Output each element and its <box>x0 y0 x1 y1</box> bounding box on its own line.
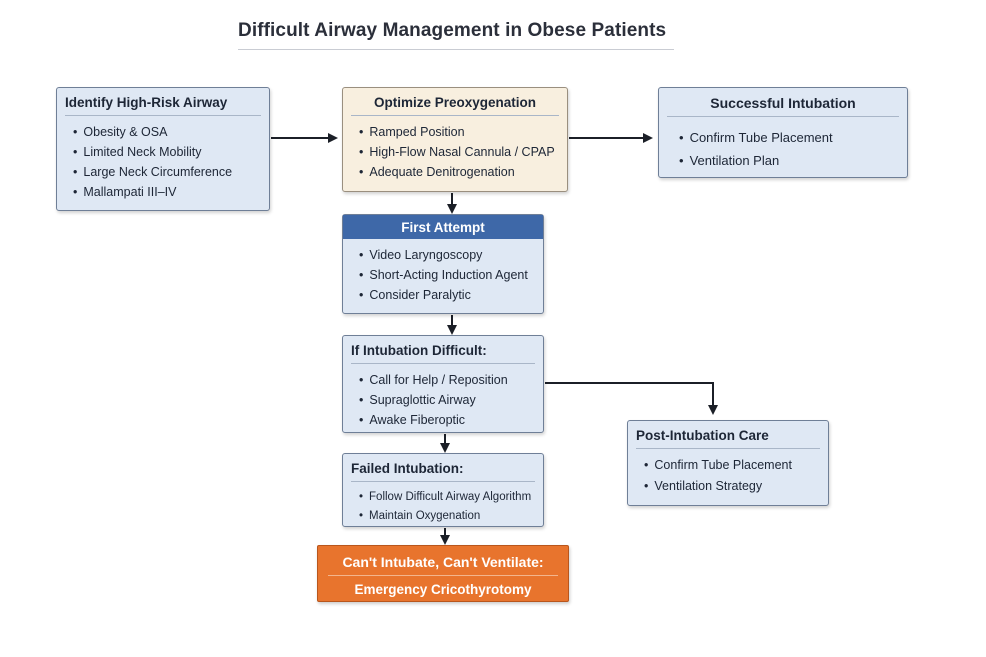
list-item: Follow Difficult Airway Algorithm <box>359 488 543 507</box>
box-list: Obesity & OSA Limited Neck Mobility Larg… <box>57 116 269 202</box>
box-list: Confirm Tube Placement Ventilation Plan <box>659 117 907 172</box>
box-header: Optimize Preoxygenation <box>351 88 559 116</box>
diagram-title: Difficult Airway Management in Obese Pat… <box>238 20 674 50</box>
list-item: Ventilation Plan <box>679 149 907 172</box>
box-header: Failed Intubation: <box>351 454 535 482</box>
box-header: Identify High-Risk Airway <box>65 88 261 116</box>
list-item: Mallampati III–IV <box>73 182 269 202</box>
list-item: Ramped Position <box>359 122 567 142</box>
optimize-preoxygenation-box: Optimize Preoxygenation Ramped Position … <box>342 87 568 192</box>
list-item: Short-Acting Induction Agent <box>359 265 543 285</box>
identify-high-risk-airway-box: Identify High-Risk Airway Obesity & OSA … <box>56 87 270 211</box>
list-item: Limited Neck Mobility <box>73 142 269 162</box>
list-item: Confirm Tube Placement <box>679 126 907 149</box>
list-item: Supraglottic Airway <box>359 390 543 410</box>
successful-intubation-box: Successful Intubation Confirm Tube Place… <box>658 87 908 178</box>
box-header: If Intubation Difficult: <box>351 336 535 364</box>
box-list: Confirm Tube Placement Ventilation Strat… <box>628 449 828 497</box>
cicv-heading: Can't Intubate, Can't Ventilate: <box>328 546 558 576</box>
list-item: Obesity & OSA <box>73 122 269 142</box>
emergency-cricothyrotomy-box: Can't Intubate, Can't Ventilate: Emergen… <box>317 545 569 602</box>
list-item: Adequate Denitrogenation <box>359 162 567 182</box>
list-item: Confirm Tube Placement <box>644 455 828 476</box>
list-item: High-Flow Nasal Cannula / CPAP <box>359 142 567 162</box>
box-header: Post-Intubation Care <box>636 421 820 449</box>
failed-intubation-box: Failed Intubation: Follow Difficult Airw… <box>342 453 544 527</box>
box-header: First Attempt <box>343 215 543 239</box>
box-list: Follow Difficult Airway Algorithm Mainta… <box>343 482 543 526</box>
list-item: Maintain Oxygenation <box>359 507 543 526</box>
list-item: Video Laryngoscopy <box>359 245 543 265</box>
box-list: Video Laryngoscopy Short-Acting Inductio… <box>343 239 543 305</box>
box-header: Successful Intubation <box>667 88 899 117</box>
list-item: Consider Paralytic <box>359 285 543 305</box>
box-list: Ramped Position High-Flow Nasal Cannula … <box>343 116 567 182</box>
cicv-action: Emergency Cricothyrotomy <box>354 582 532 597</box>
box-list: Call for Help / Reposition Supraglottic … <box>343 364 543 430</box>
list-item: Call for Help / Reposition <box>359 370 543 390</box>
list-item: Large Neck Circumference <box>73 162 269 182</box>
post-intubation-care-box: Post-Intubation Care Confirm Tube Placem… <box>627 420 829 506</box>
list-item: Awake Fiberoptic <box>359 410 543 430</box>
arrow-difficult-to-post <box>545 382 718 415</box>
intubation-difficult-box: If Intubation Difficult: Call for Help /… <box>342 335 544 433</box>
list-item: Ventilation Strategy <box>644 476 828 497</box>
first-attempt-box: First Attempt Video Laryngoscopy Short-A… <box>342 214 544 314</box>
